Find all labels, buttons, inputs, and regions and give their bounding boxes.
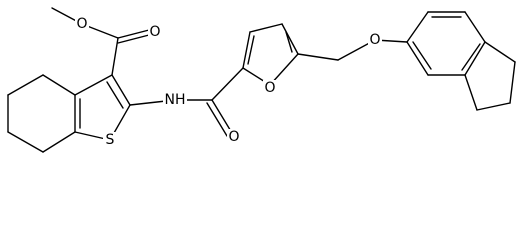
bond xyxy=(464,11,486,43)
bond xyxy=(464,74,478,111)
bond xyxy=(7,74,44,96)
bond xyxy=(464,41,486,76)
bond xyxy=(211,67,244,101)
atom-furan-oxygen: O xyxy=(263,80,277,96)
svg-text:O: O xyxy=(264,80,275,96)
bond xyxy=(206,102,228,137)
svg-text:O: O xyxy=(76,16,87,32)
atom-ester-oxygen: O xyxy=(75,16,89,32)
bond xyxy=(117,29,150,39)
bond xyxy=(285,31,293,53)
bond xyxy=(509,61,516,104)
bond xyxy=(461,43,481,71)
svg-text:O: O xyxy=(228,129,239,145)
bond xyxy=(42,74,76,96)
bond xyxy=(7,131,44,153)
bond xyxy=(412,41,432,70)
bond xyxy=(74,74,113,96)
atom-thiophene-sulfur: S xyxy=(103,132,117,148)
bond xyxy=(406,41,429,76)
svg-text:NH: NH xyxy=(165,92,186,108)
structure-canvas: O O S NH O O O xyxy=(7,7,516,153)
bond xyxy=(211,99,233,134)
bond xyxy=(247,35,255,65)
bond xyxy=(242,31,251,69)
bond xyxy=(106,81,124,109)
bond xyxy=(111,74,131,106)
atom-amide-nitrogen: NH xyxy=(163,92,187,108)
svg-text:O: O xyxy=(149,24,160,40)
atom-amide-oxygen: O xyxy=(227,129,241,145)
svg-text:S: S xyxy=(106,132,115,148)
bond xyxy=(406,11,429,43)
bond xyxy=(117,34,150,44)
bond xyxy=(111,37,119,76)
bond xyxy=(249,23,283,33)
atom-carbonyl-oxygen: O xyxy=(148,24,162,40)
bond xyxy=(297,53,339,61)
bond xyxy=(281,23,299,55)
svg-text:O: O xyxy=(369,32,380,48)
bond xyxy=(484,41,516,63)
bond xyxy=(476,102,511,111)
molecule-drawing: O O S NH O O O xyxy=(7,7,516,153)
bond xyxy=(42,131,76,153)
bond xyxy=(269,53,299,86)
atom-ether-oxygen: O xyxy=(368,32,382,48)
